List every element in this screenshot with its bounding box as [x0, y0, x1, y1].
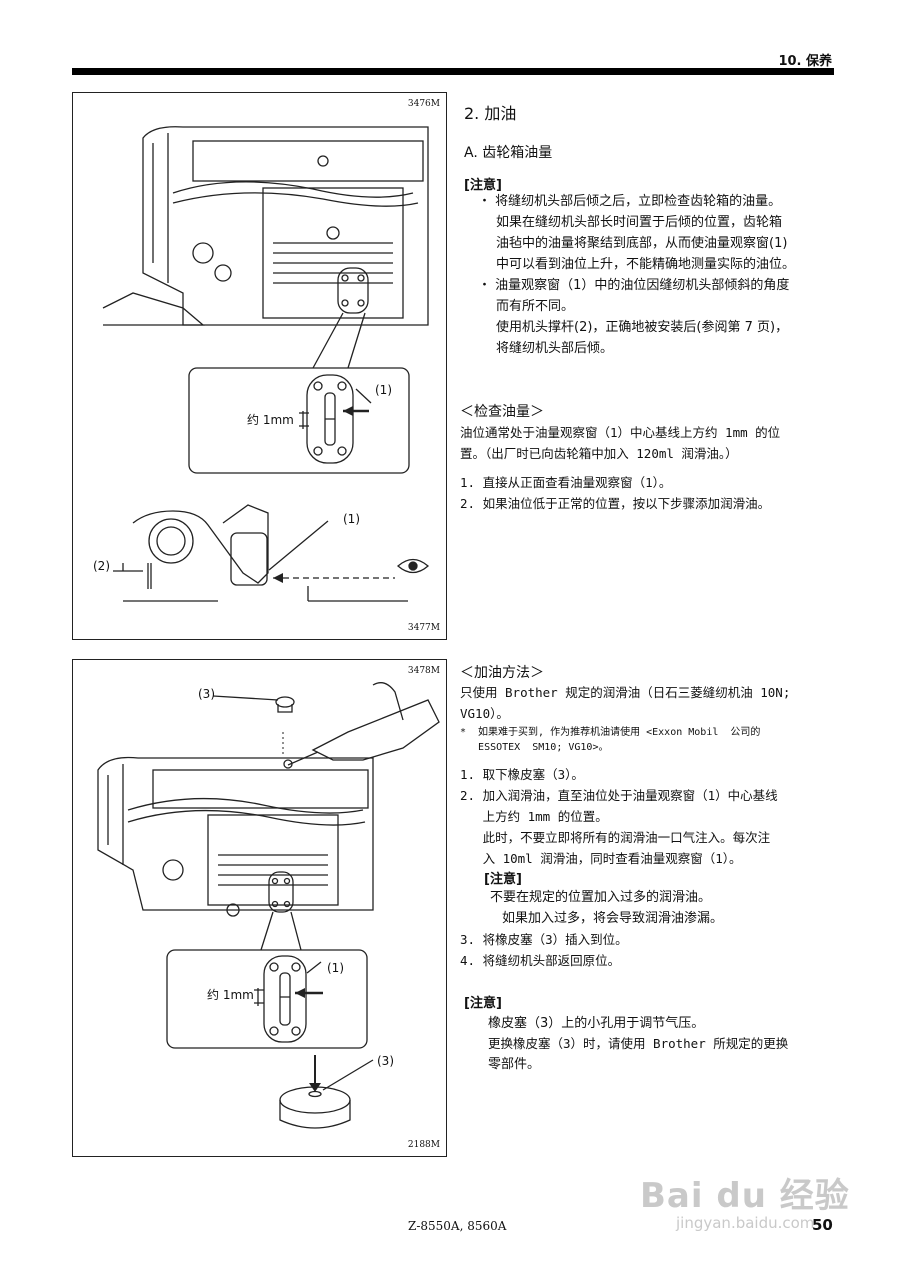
- note-line: 使用机头撑杆(2)，正确地被安装后(参阅第 7 页)，: [496, 320, 789, 335]
- method-step: 4. 将缝纫机头部返回原位。: [460, 953, 621, 968]
- inner-note-line: 如果加入过多，将会导致润滑油渗漏。: [502, 911, 724, 926]
- figure-oil-check: 3476M 3477M: [72, 92, 447, 640]
- method-text: VG10）。: [460, 706, 509, 721]
- note-line: 油毡中的油量将聚结到底部，从而使油量观察窗(1): [496, 236, 788, 251]
- note-line: 而有所不同。: [496, 299, 575, 314]
- note-line: 更换橡皮塞（3）时，请使用 Brother 所规定的更换: [488, 1036, 789, 1051]
- figure-code-bottom: 2188M: [407, 1140, 440, 1150]
- note-line: 将缝纫机头部后倾。: [496, 341, 614, 356]
- method-text: 只使用 Brother 规定的润滑油（日石三菱缝纫机油 10N;: [460, 685, 791, 700]
- callout-3-cap-large: (3): [377, 1054, 394, 1068]
- method-step: 3. 将橡皮塞（3）插入到位。: [460, 932, 628, 947]
- callout-about-1mm: 约 1mm: [247, 413, 294, 427]
- method-title: ＜加油方法＞: [460, 665, 544, 681]
- inner-note-line: 不要在规定的位置加入过多的润滑油。: [490, 890, 712, 905]
- note-line: 零部件。: [488, 1057, 541, 1072]
- section-heading: 2. 加油: [464, 104, 517, 123]
- baidu-watermark-logo: Bai du 经验: [640, 1176, 850, 1216]
- check-text: 油位通常处于油量观察窗（1）中心基线上方约 1mm 的位: [460, 425, 781, 440]
- check-step: 1. 直接从正面查看油量观察窗（1）。: [460, 475, 672, 490]
- figure-oil-fill: 3478M 2188M: [72, 659, 447, 1157]
- figure-code-top: 3478M: [407, 666, 440, 676]
- check-title: ＜检查油量＞: [460, 404, 544, 420]
- header-rule: [72, 68, 834, 75]
- footer-model: Z-8550A, 8560A: [408, 1219, 507, 1233]
- note-line: ・ 油量观察窗（1）中的油位因缝纫机头部倾斜的角度: [478, 278, 790, 293]
- check-text: 置。（出厂时已向齿轮箱中加入 120ml 润滑油。）: [460, 446, 738, 461]
- callout-1-inset: (1): [375, 383, 392, 397]
- callout-3-cap: (3): [198, 687, 215, 701]
- method-step: 入 10ml 润滑油，同时查看油量观察窗（1）。: [460, 851, 742, 866]
- machine-head-illustration: [102, 126, 429, 602]
- note-line: 如果在缝纫机头部长时间置于后倾的位置，齿轮箱: [496, 215, 783, 230]
- method-step: 此时，不要立即将所有的润滑油一口气注入。每次注: [460, 830, 771, 845]
- figure-code-top: 3476M: [407, 99, 440, 109]
- check-step: 2. 如果油位低于正常的位置，按以下步骤添加润滑油。: [460, 496, 771, 511]
- figure-code-bottom: 3477M: [407, 623, 440, 633]
- method-step: 上方约 1mm 的位置。: [460, 809, 608, 824]
- method-step: 2. 加入润滑油，直至油位处于油量观察窗（1）中心基线: [460, 788, 778, 803]
- page-number: 50: [812, 1216, 833, 1234]
- baidu-watermark-url: jingyan.baidu.com: [676, 1214, 815, 1232]
- section-header: 10. 保养: [778, 54, 832, 69]
- note-line: 中可以看到油位上升，不能精确地测量实际的油位。: [496, 257, 796, 272]
- note-label: [注意]: [464, 996, 502, 1011]
- callout-about-1mm: 约 1mm: [207, 988, 254, 1002]
- note-label: [注意]: [464, 178, 502, 193]
- callout-1-side: (1): [343, 512, 360, 526]
- method-footnote: * 如果难于买到, 作为推荐机油请使用 <Exxon Mobil 公司的: [460, 727, 761, 738]
- subsection-heading: A. 齿轮箱油量: [464, 145, 553, 161]
- method-step: 1. 取下橡皮塞（3）。: [460, 767, 584, 782]
- note-line: 橡皮塞（3）上的小孔用于调节气压。: [488, 1016, 705, 1031]
- inner-note-label: [注意]: [484, 872, 522, 887]
- oil-fill-illustration: [97, 682, 440, 1129]
- callout-2-stand: (2): [93, 559, 110, 573]
- method-footnote: ESSOTEX SM10; VG10>。: [460, 742, 609, 753]
- callout-1-inset: (1): [327, 961, 344, 975]
- note-line: ・ 将缝纫机头部后倾之后，立即检查齿轮箱的油量。: [478, 194, 782, 209]
